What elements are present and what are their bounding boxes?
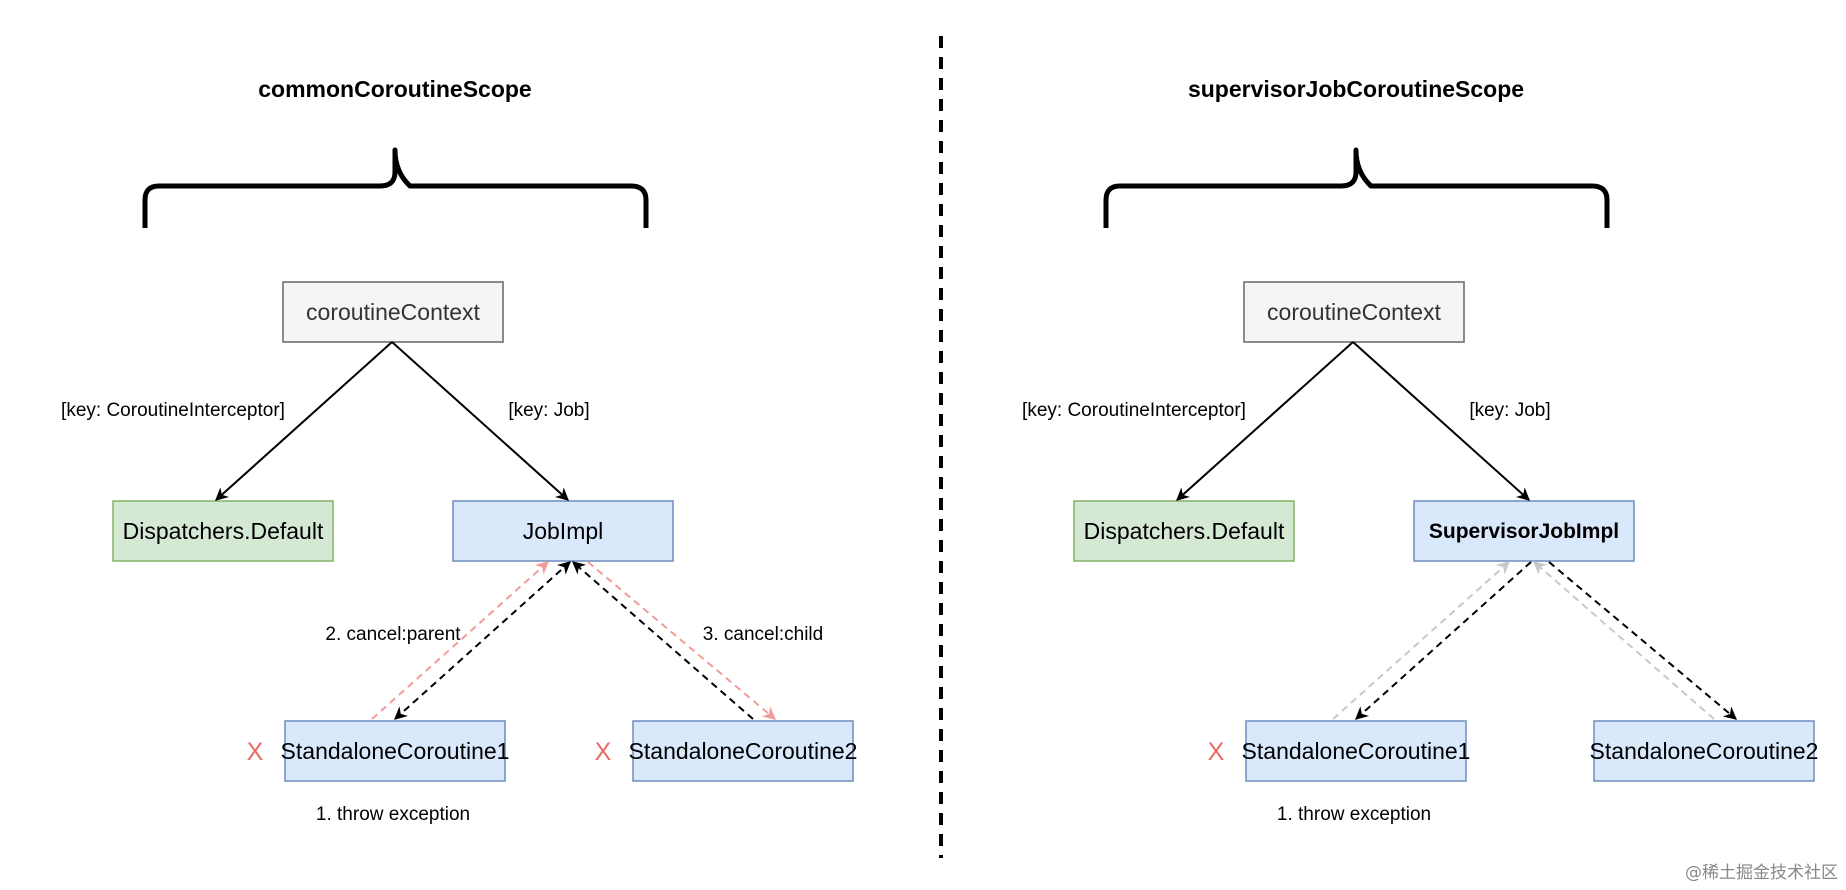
left-dispatcher-node bbox=[112, 500, 334, 562]
left-context-label: coroutineContext bbox=[306, 299, 480, 325]
left-scope-brace bbox=[142, 147, 649, 228]
right-edge-child2-to-job bbox=[1533, 561, 1715, 720]
left-context-node bbox=[282, 281, 504, 343]
right-edge-interceptor-label: [key: CoroutineInterceptor] bbox=[1022, 400, 1246, 421]
left-dispatcher-label: Dispatchers.Default bbox=[123, 518, 324, 544]
left-edge-interceptor bbox=[215, 341, 393, 501]
left-edge-interceptor-label: [key: CoroutineInterceptor] bbox=[61, 400, 285, 421]
left-edge-cancel-child bbox=[587, 561, 776, 720]
right-panel: supervisorJobCoroutineScope coroutineCon… bbox=[1022, 76, 1818, 825]
left-throw-label: 1. throw exception bbox=[316, 804, 470, 825]
right-child2-label: StandaloneCoroutine2 bbox=[1590, 738, 1819, 764]
right-job-node bbox=[1413, 500, 1635, 562]
left-x-mark-1: X bbox=[247, 738, 264, 766]
right-edge-interceptor bbox=[1176, 341, 1354, 501]
left-child2-label: StandaloneCoroutine2 bbox=[629, 738, 858, 764]
right-title: supervisorJobCoroutineScope bbox=[1188, 76, 1524, 102]
right-child1-label: StandaloneCoroutine1 bbox=[1242, 738, 1471, 764]
left-child1-label: StandaloneCoroutine1 bbox=[281, 738, 510, 764]
left-edge-job bbox=[391, 341, 569, 501]
left-panel: commonCoroutineScope coroutineContext Di… bbox=[61, 76, 857, 825]
right-edge-job-to-child2 bbox=[1548, 561, 1737, 720]
right-edge-child1-to-job bbox=[1332, 561, 1510, 720]
right-child2-node bbox=[1593, 720, 1815, 782]
left-child2-node bbox=[632, 720, 854, 782]
watermark: @稀土掘金技术社区 bbox=[1685, 863, 1838, 883]
right-dispatcher-node bbox=[1073, 500, 1295, 562]
right-scope-brace bbox=[1103, 147, 1610, 228]
right-edge-job-to-child1 bbox=[1355, 561, 1532, 720]
left-job-label: JobImpl bbox=[523, 518, 604, 544]
right-edge-job bbox=[1352, 341, 1530, 501]
right-throw-label: 1. throw exception bbox=[1277, 804, 1431, 825]
right-edge-job-label: [key: Job] bbox=[1469, 400, 1550, 421]
right-context-label: coroutineContext bbox=[1267, 299, 1441, 325]
left-title: commonCoroutineScope bbox=[258, 76, 531, 102]
right-x-mark-1: X bbox=[1208, 738, 1225, 766]
right-job-label: SupervisorJobImpl bbox=[1429, 520, 1619, 543]
left-edge-child2-to-job bbox=[572, 561, 754, 720]
left-x-mark-2: X bbox=[595, 738, 612, 766]
left-cancel-child-label: 3. cancel:child bbox=[703, 624, 823, 645]
right-child1-node bbox=[1245, 720, 1467, 782]
left-job-node bbox=[452, 500, 674, 562]
left-child1-node bbox=[284, 720, 506, 782]
left-edge-job-label: [key: Job] bbox=[508, 400, 589, 421]
right-dispatcher-label: Dispatchers.Default bbox=[1084, 518, 1285, 544]
left-edge-job-to-child1 bbox=[394, 561, 571, 720]
left-cancel-parent-label: 2. cancel:parent bbox=[325, 624, 461, 645]
